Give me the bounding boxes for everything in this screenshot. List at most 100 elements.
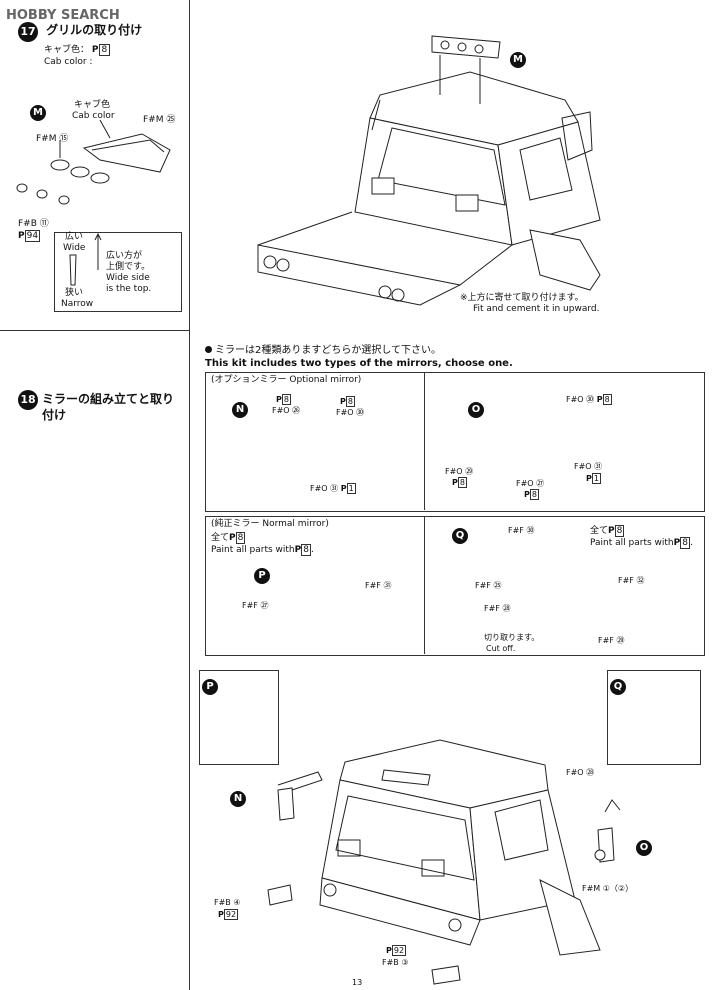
inset-q-badge: Q	[610, 679, 626, 695]
mirror-n-badge: N	[232, 402, 248, 418]
q-ff29: F#F ㉙	[598, 636, 625, 645]
paint-prefix: P	[608, 526, 615, 536]
watermark-logo: HOBBY SEARCH	[6, 4, 120, 23]
paint-prefix: P	[596, 395, 603, 404]
bottom-fb3: F#B ③	[382, 958, 409, 967]
cab-color-en: Cab color :	[44, 57, 93, 67]
step18-number: 18	[18, 390, 38, 410]
bottom-fb4: F#B ④	[214, 898, 241, 907]
p-ff27: F#F ㉗	[242, 601, 269, 610]
p-code8-value: 8	[235, 532, 246, 544]
mirror-note-en: This kit includes two types of the mirro…	[205, 358, 513, 369]
paint-prefix: P	[294, 545, 302, 555]
paint-prefix: P	[386, 946, 392, 955]
cement-note-en: Fit and cement it in upward.	[473, 304, 600, 314]
wide-en: Wide	[63, 243, 86, 253]
mirror-n-letter: N	[232, 397, 248, 418]
q-ff25: F#F ㉕	[475, 581, 502, 590]
mirror-note-jp: ミラーは2種類ありますどちらか選択して下さい。	[205, 345, 441, 357]
mirror-p-letter: P	[254, 563, 270, 584]
n-fo30: F#O ㉚	[336, 408, 365, 417]
mirror-o-badge: O	[468, 402, 484, 418]
optional-mirror-panel	[205, 372, 705, 512]
q-ff32: F#F ㉜	[618, 576, 645, 585]
paint-prefix: P	[340, 484, 347, 493]
q-all-parts-jp-text: 全て	[590, 526, 609, 536]
inset-p-badge: P	[202, 679, 218, 695]
step17-number: 17	[18, 22, 38, 42]
part-m-top: M	[510, 47, 526, 68]
truck-cab-top-drawing	[257, 35, 601, 306]
wide-jp: 広い	[65, 232, 84, 242]
o-fo30-value: F#O ㉚	[566, 395, 595, 404]
p-code8-value-en: 8	[301, 544, 311, 556]
paint-prefix: P	[673, 538, 681, 548]
n-fo31-value: F#O ㉛	[310, 484, 339, 493]
n-code8b-value: 8	[345, 396, 355, 407]
cement-note-jp: ※上方に寄せて取り付けます。	[460, 293, 584, 303]
paint-prefix: P	[586, 474, 592, 483]
paint-prefix: P	[340, 397, 346, 406]
o-code8-value: 8	[602, 394, 612, 405]
paint-94-code: 94	[24, 230, 41, 242]
cab-color-label-jp: キャブ色	[74, 100, 111, 110]
bottom-fm1: F#M ①（②）	[582, 884, 634, 893]
part-fb11-label: F#B ⑪	[18, 219, 49, 229]
normal-mirror-heading: (純正ミラー Normal mirror)	[211, 519, 329, 529]
n-code1-value: 1	[346, 483, 356, 494]
note-en2: is the top.	[106, 284, 152, 294]
step-divider	[0, 330, 189, 331]
note-jp2: 上側です。	[106, 262, 151, 272]
page-number: 13	[352, 978, 363, 987]
bottom-o-letter: O	[636, 835, 652, 856]
bottom-code92a-value: 92	[223, 909, 239, 920]
cab-color-jp: キャブ色：	[44, 45, 90, 55]
note-jp1: 広い方が	[106, 251, 143, 261]
cab-color-code: 8	[98, 44, 111, 56]
q-code8-value: 8	[614, 525, 625, 537]
step18-title-line1: ミラーの組み立てと取り	[42, 392, 175, 406]
truck-cab-bottom-drawing	[267, 739, 621, 985]
q-ff30: F#F ㉚	[508, 526, 535, 535]
o-fo31: F#O ㉛	[574, 462, 603, 471]
bottom-n-badge: N	[230, 791, 246, 807]
grille-parts-drawing	[16, 119, 171, 286]
o-code1-value: 1	[591, 473, 601, 484]
mirror-q-letter: Q	[452, 523, 468, 544]
column-divider	[189, 0, 190, 990]
mirror-note-jp-text: ミラーは2種類ありますどちらか選択して下さい。	[215, 345, 442, 356]
o-fo27: F#O ㉗	[516, 479, 545, 488]
step17-title: グリルの取り付け	[46, 23, 143, 37]
q-paint-all-en-text: Paint all parts with	[590, 538, 674, 548]
part-m-top-badge: M	[510, 52, 526, 68]
cab-color-label-en: Cab color	[72, 111, 115, 121]
step18-header: 18	[18, 388, 38, 410]
watermark-text: HOBBY SEARCH	[6, 8, 120, 23]
bottom-n-letter: N	[230, 786, 246, 807]
bottom-fo28: F#O ㉘	[566, 768, 595, 777]
narrow-en: Narrow	[61, 299, 94, 309]
o-code8b-value: 8	[457, 477, 467, 488]
part-m-badge: M	[30, 105, 46, 121]
bottom-code92b-value: 92	[391, 945, 407, 956]
p-paint-all-en-text: Paint all parts with	[211, 545, 295, 555]
q-ff28: F#F ㉘	[484, 604, 511, 613]
mirror-o-letter: O	[468, 397, 484, 418]
mirror-p-badge: P	[254, 568, 270, 584]
q-code8-value-en: 8	[680, 537, 690, 549]
part-fm25-label: F#M ㉕	[143, 115, 176, 125]
narrow-jp: 狭い	[65, 288, 84, 298]
part-fm15-label: F#M ⑮	[36, 134, 69, 144]
note-en1: Wide side	[106, 273, 150, 283]
paint-prefix: P	[276, 395, 282, 404]
